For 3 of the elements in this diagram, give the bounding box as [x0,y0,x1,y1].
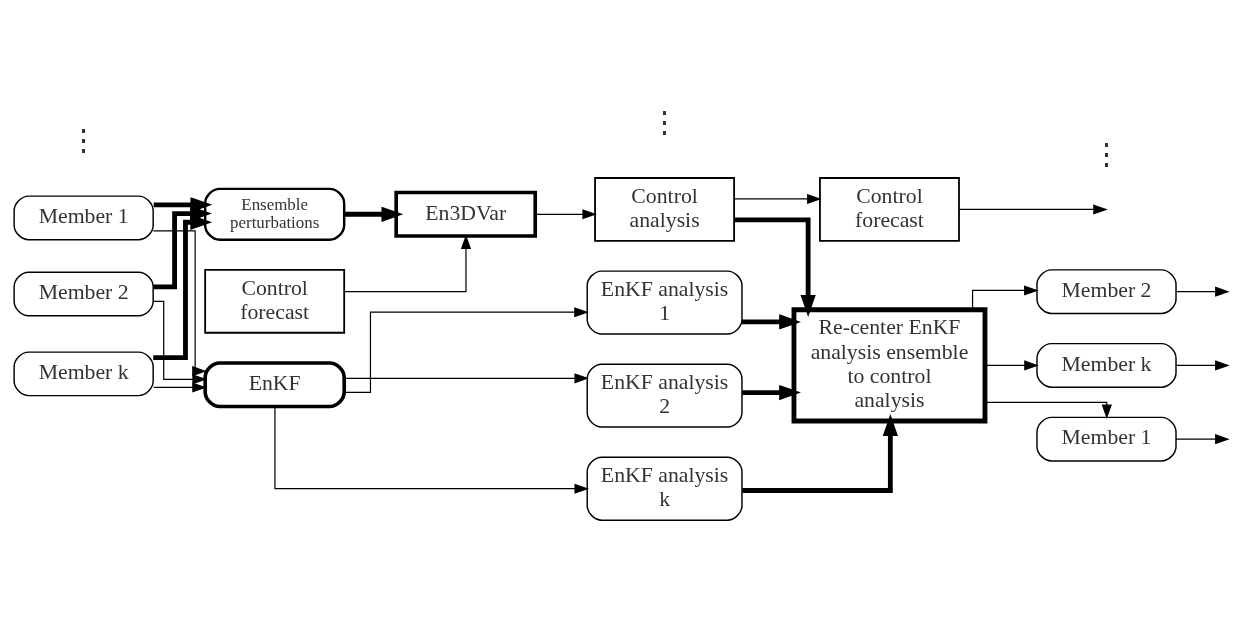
label: ⋮ [69,124,99,157]
label: ⋮ [1091,137,1121,170]
label: ⋮ [650,106,680,139]
